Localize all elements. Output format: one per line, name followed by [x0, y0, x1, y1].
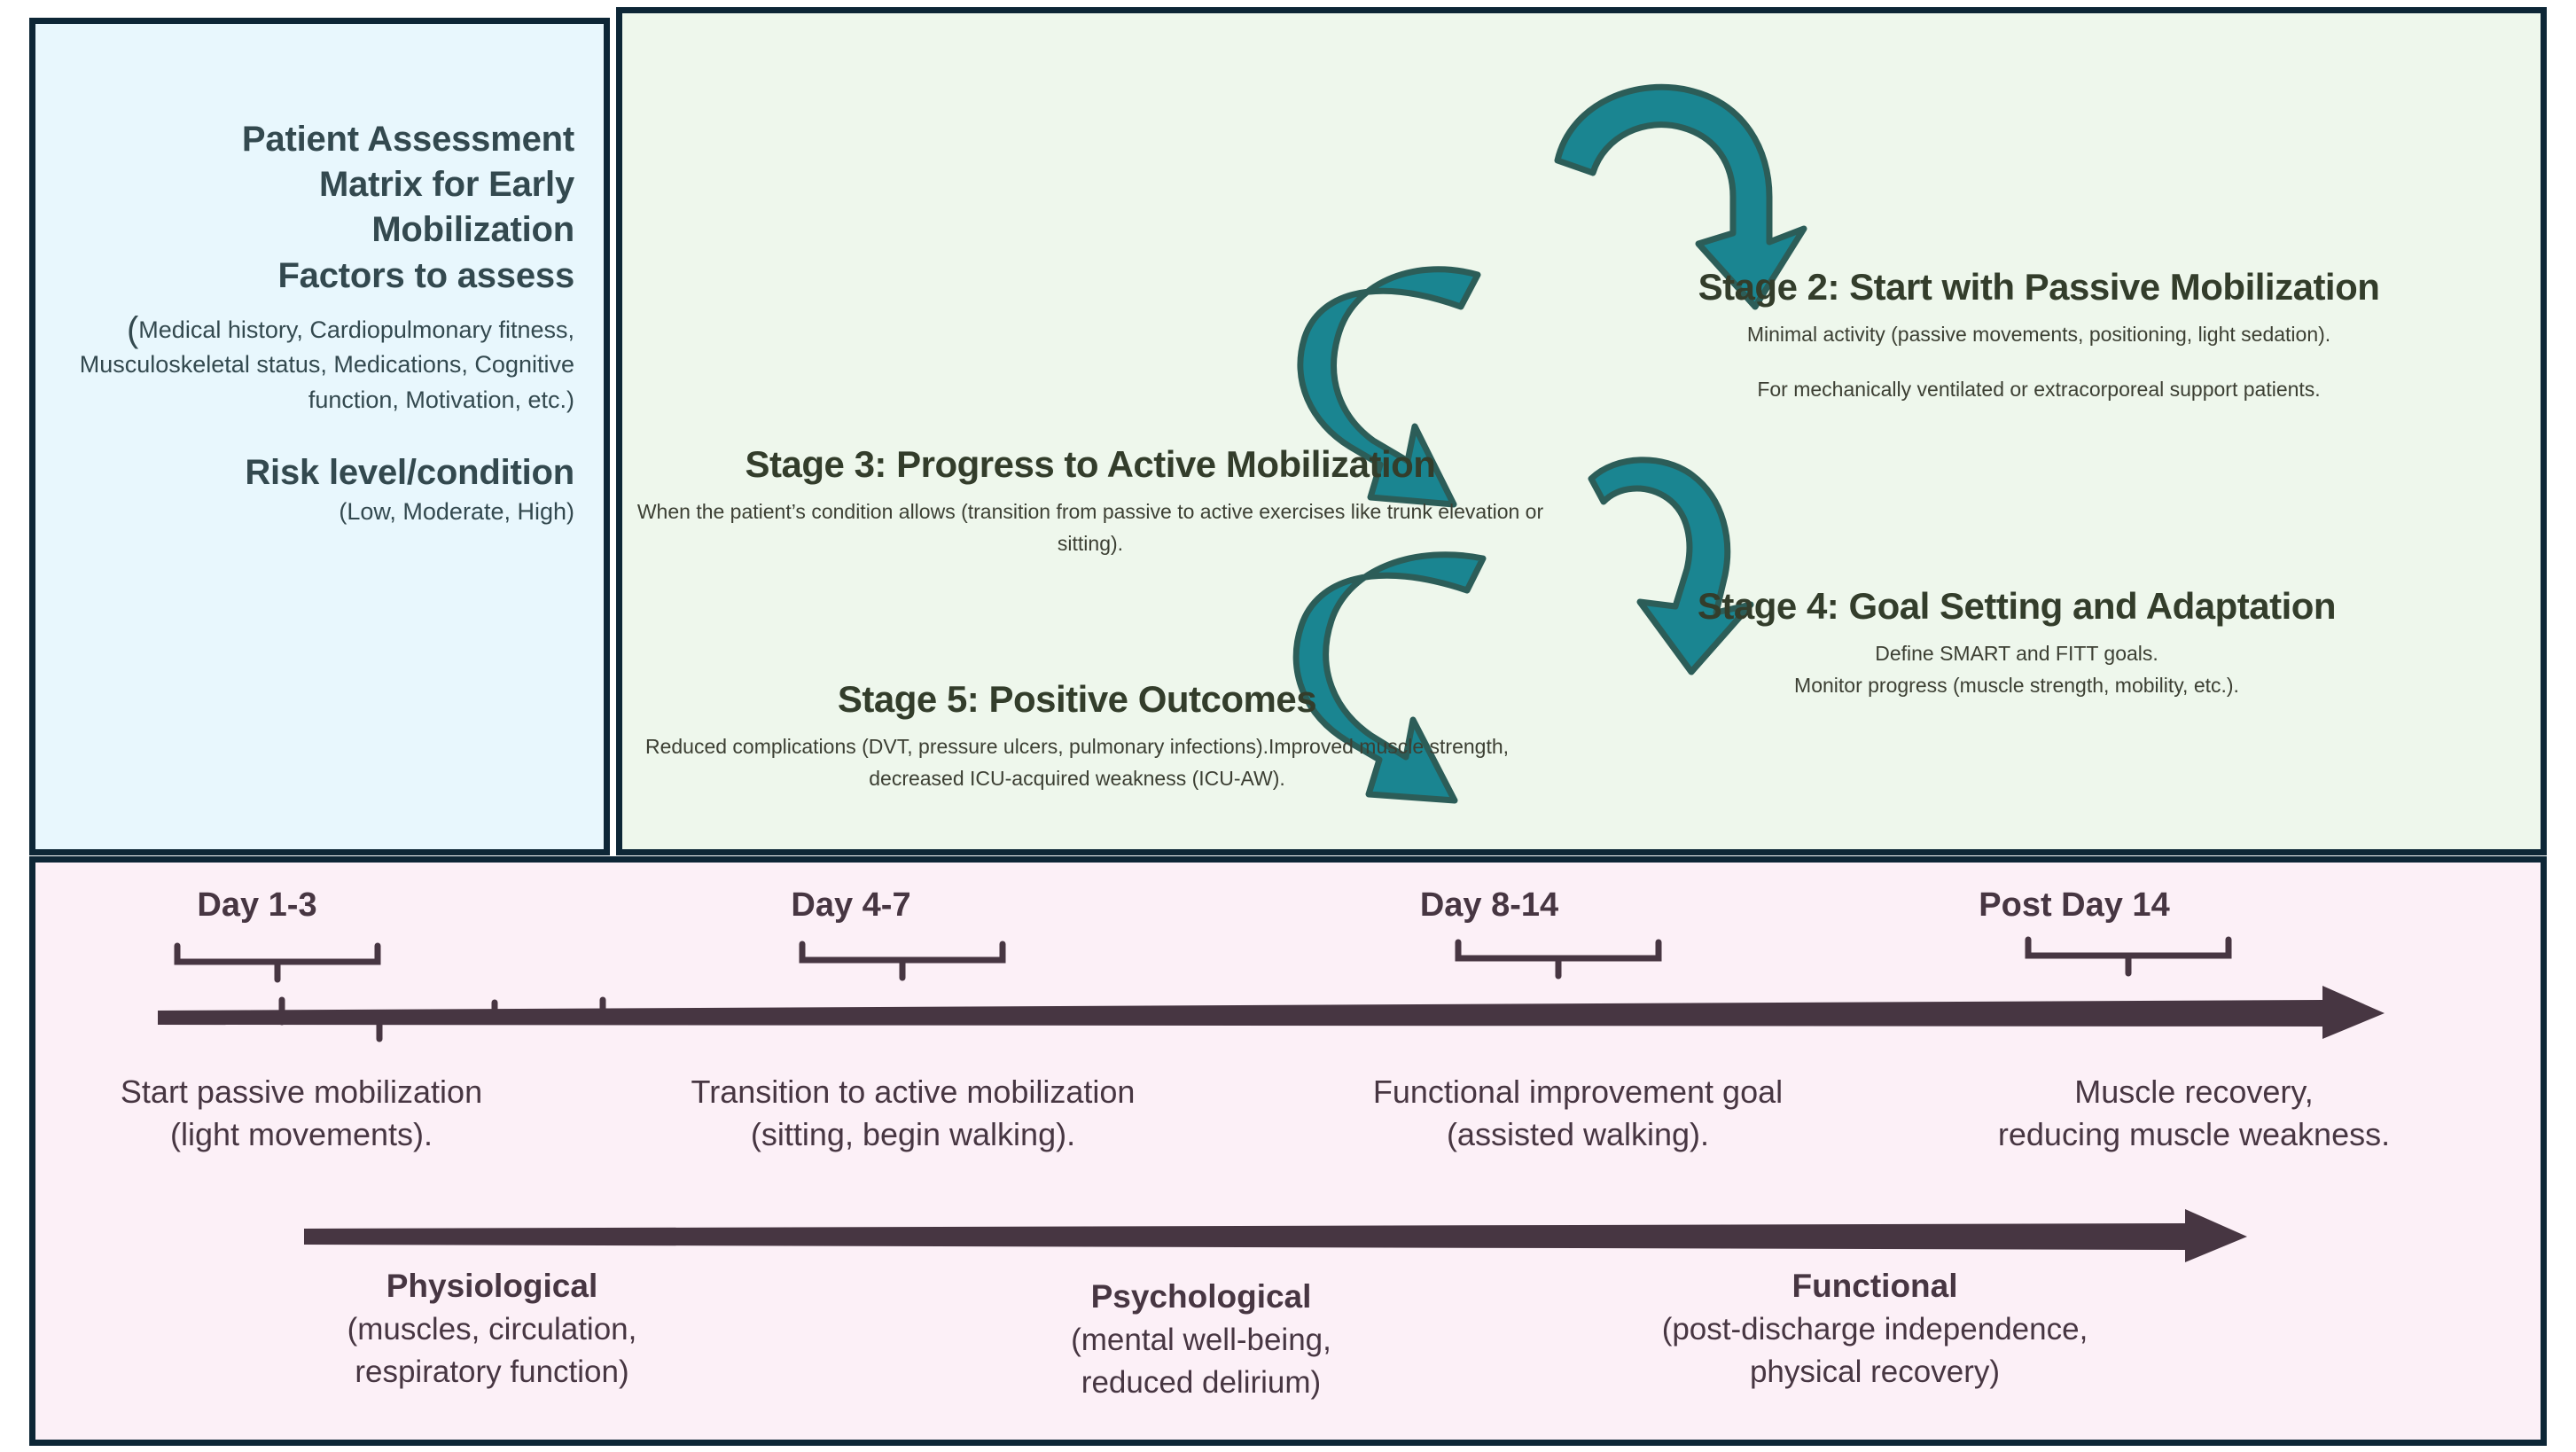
assessment-title-line-2: Matrix for Early: [318, 165, 574, 205]
outcome-category-2-sub-line-1: (mental well-being,: [1071, 1323, 1331, 1357]
stage-5-body: Reduced complications (DVT, pressure ulc…: [644, 735, 1510, 790]
stage-5-title: Stage 5: Positive Outcomes: [837, 678, 1317, 720]
timeline-description-3-line-1: Functional improvement goal: [1372, 1073, 1784, 1110]
outcome-category-3-sub-line-2: physical recovery): [1749, 1354, 2001, 1389]
outcome-category-1-sub-line-1: (muscles, circulation,: [347, 1312, 637, 1347]
day-label-3: Day 8-14: [1419, 886, 1559, 924]
risk-level-title: Risk level/condition: [245, 452, 574, 492]
stage-3-title: Stage 3: Progress to Active Mobilization: [745, 443, 1436, 485]
timeline-description-4-line-1: Muscle recovery,: [2074, 1073, 2314, 1110]
assessment-title-line-4: Factors to assess: [277, 255, 574, 295]
stage-2-title: Stage 2: Start with Passive Mobilization: [1698, 266, 2380, 308]
outcome-category-3-title: Functional: [1791, 1268, 1958, 1304]
outcome-category-2-title: Psychological: [1090, 1278, 1312, 1315]
assessment-content: Patient Assessment Matrix for Early Mobi…: [60, 117, 574, 526]
day-bracket-2: [799, 941, 1006, 981]
assessment-title-line-3: Mobilization: [371, 210, 574, 250]
day-bracket-1: [174, 942, 381, 983]
timeline-description-1-line-1: Start passive mobilization: [120, 1073, 483, 1110]
stage-2-line-1: Minimal activity (passive movements, pos…: [1746, 323, 2331, 346]
day-bracket-3: [1455, 939, 1662, 980]
assessment-factors: (Medical history, Cardiopulmonary fitnes…: [60, 309, 574, 418]
outcome-category-1-sub: (muscles, circulation, respiratory funct…: [235, 1308, 749, 1393]
risk-level-subtitle: (Low, Moderate, High): [339, 497, 574, 525]
stage-4-line-1: Define SMART and FITT goals.: [1875, 642, 2158, 665]
stage-3-block: Stage 3: Progress to Active Mobilization…: [612, 443, 1569, 559]
timeline-description-1: Start passive mobilization (light moveme…: [31, 1071, 572, 1155]
day-label-4: Post Day 14: [1979, 886, 2170, 924]
assessment-title: Patient Assessment Matrix for Early Mobi…: [60, 117, 574, 299]
assessment-factors-text: Medical history, Cardiopulmonary fitness…: [79, 316, 574, 413]
timeline-description-2-line-2: (sitting, begin walking).: [750, 1115, 1076, 1152]
stage-4-line-2: Monitor progress (muscle strength, mobil…: [1794, 673, 2239, 697]
timeline-description-3-line-2: (assisted walking).: [1446, 1115, 1710, 1152]
outcome-category-1-title: Physiological: [386, 1268, 598, 1304]
assessment-factors-open-paren: (: [126, 309, 139, 349]
outcome-category-3-sub-line-1: (post-discharge independence,: [1661, 1312, 2088, 1347]
upper-timeline-arrow: [158, 986, 2385, 1039]
timeline-description-1-line-2: (light movements).: [169, 1115, 433, 1152]
timeline-description-4: Muscle recovery, reducing muscle weaknes…: [1884, 1071, 2504, 1155]
timeline-description-2-line-1: Transition to active mobilization: [691, 1073, 1136, 1110]
outcome-category-2-sub-line-2: reduced delirium): [1081, 1364, 1322, 1400]
outcome-category-physiological: Physiological (muscles, circulation, res…: [235, 1268, 749, 1393]
outcome-category-3-sub: (post-discharge independence, physical r…: [1516, 1308, 2234, 1393]
timeline-description-4-line-2: reducing muscle weakness.: [1997, 1115, 2391, 1152]
outcome-category-1-sub-line-2: respiratory function): [355, 1354, 629, 1389]
stage-4-block: Stage 4: Goal Setting and Adaptation Def…: [1547, 585, 2486, 701]
stage-4-title: Stage 4: Goal Setting and Adaptation: [1697, 585, 2337, 627]
outcome-category-psychological: Psychological (mental well-being, reduce…: [953, 1278, 1449, 1403]
outcome-category-functional: Functional (post-discharge independence,…: [1516, 1268, 2234, 1393]
assessment-title-line-1: Patient Assessment: [241, 120, 574, 159]
timeline-description-2: Transition to active mobilization (sitti…: [585, 1071, 1241, 1155]
outcome-category-2-sub: (mental well-being, reduced delirium): [953, 1319, 1449, 1403]
stage-2-block: Stage 2: Start with Passive Mobilization…: [1547, 266, 2531, 405]
patient-assessment-panel: Patient Assessment Matrix for Early Mobi…: [29, 18, 610, 855]
day-label-2: Day 4-7: [791, 886, 911, 924]
timeline-description-3: Functional improvement goal (assisted wa…: [1268, 1071, 1888, 1155]
stage-5-block: Stage 5: Positive Outcomes Reduced compl…: [603, 678, 1551, 794]
stage-2-line-2: For mechanically ventilated or extracorp…: [1757, 377, 2321, 401]
lower-timeline-arrow: [304, 1209, 2247, 1262]
stage-3-body: When the patient’s condition allows (tra…: [636, 500, 1544, 555]
day-label-1: Day 1-3: [197, 886, 317, 924]
stage-4-body: Define SMART and FITT goals. Monitor pro…: [1547, 638, 2486, 701]
stage-2-body: Minimal activity (passive movements, pos…: [1547, 319, 2531, 405]
day-bracket-4: [2025, 936, 2232, 977]
